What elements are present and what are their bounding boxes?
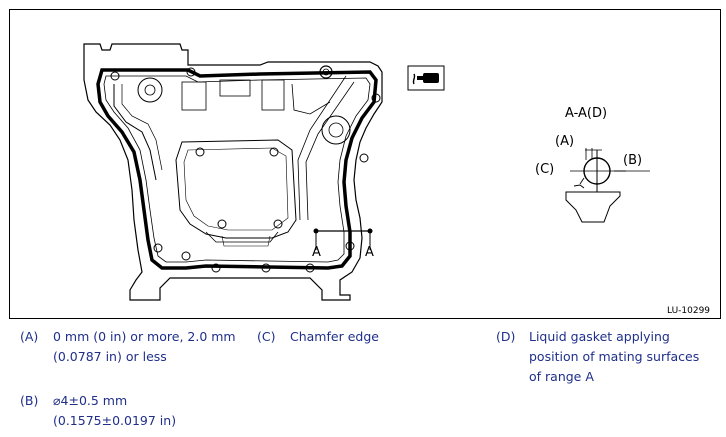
figure-code: LU-10299 <box>667 306 711 316</box>
legend-text: (0.0787 in) or less <box>53 349 167 364</box>
legend-item-c: (C) Chamfer edge <box>257 327 457 347</box>
legend-key: (C) <box>257 329 276 344</box>
legend-text: position of mating surfaces <box>529 349 700 364</box>
section-mark-right: A <box>365 245 374 260</box>
legend-item-a: (A) 0 mm (0 in) or more, 2.0 mm (0.0787 … <box>20 327 250 367</box>
casting-outline <box>83 43 383 301</box>
gasket-bead <box>96 68 378 270</box>
liquid-gasket-icon <box>407 65 445 91</box>
legend-text: (0.1575±0.0197 in) <box>53 413 177 428</box>
legend-key: (D) <box>496 329 516 344</box>
legend-text: 0 mm (0 in) or more, 2.0 mm <box>53 329 236 344</box>
oil-pan-drawing <box>83 43 650 301</box>
section-mark-left: A <box>312 245 321 260</box>
section-view <box>565 148 650 223</box>
label-a: (A) <box>555 134 575 149</box>
legend-text: Liquid gasket applying <box>529 329 670 344</box>
legend-key: (A) <box>20 329 39 344</box>
legend-text: Chamfer edge <box>290 329 379 344</box>
label-c: (C) <box>535 162 555 177</box>
label-b: (B) <box>623 153 643 168</box>
diagram-frame: A-A(D) (A) (B) (C) A A LU-10299 <box>9 9 721 319</box>
section-title: A-A(D) <box>565 106 608 121</box>
legend-item-d: (D) Liquid gasket applying position of m… <box>496 327 721 387</box>
legend-text: of range A <box>529 369 594 384</box>
legend-item-b: (B) ⌀4±0.5 mm (0.1575±0.0197 in) <box>20 391 250 431</box>
legend-key: (B) <box>20 393 39 408</box>
legend-text: ⌀4±0.5 mm <box>53 393 128 408</box>
